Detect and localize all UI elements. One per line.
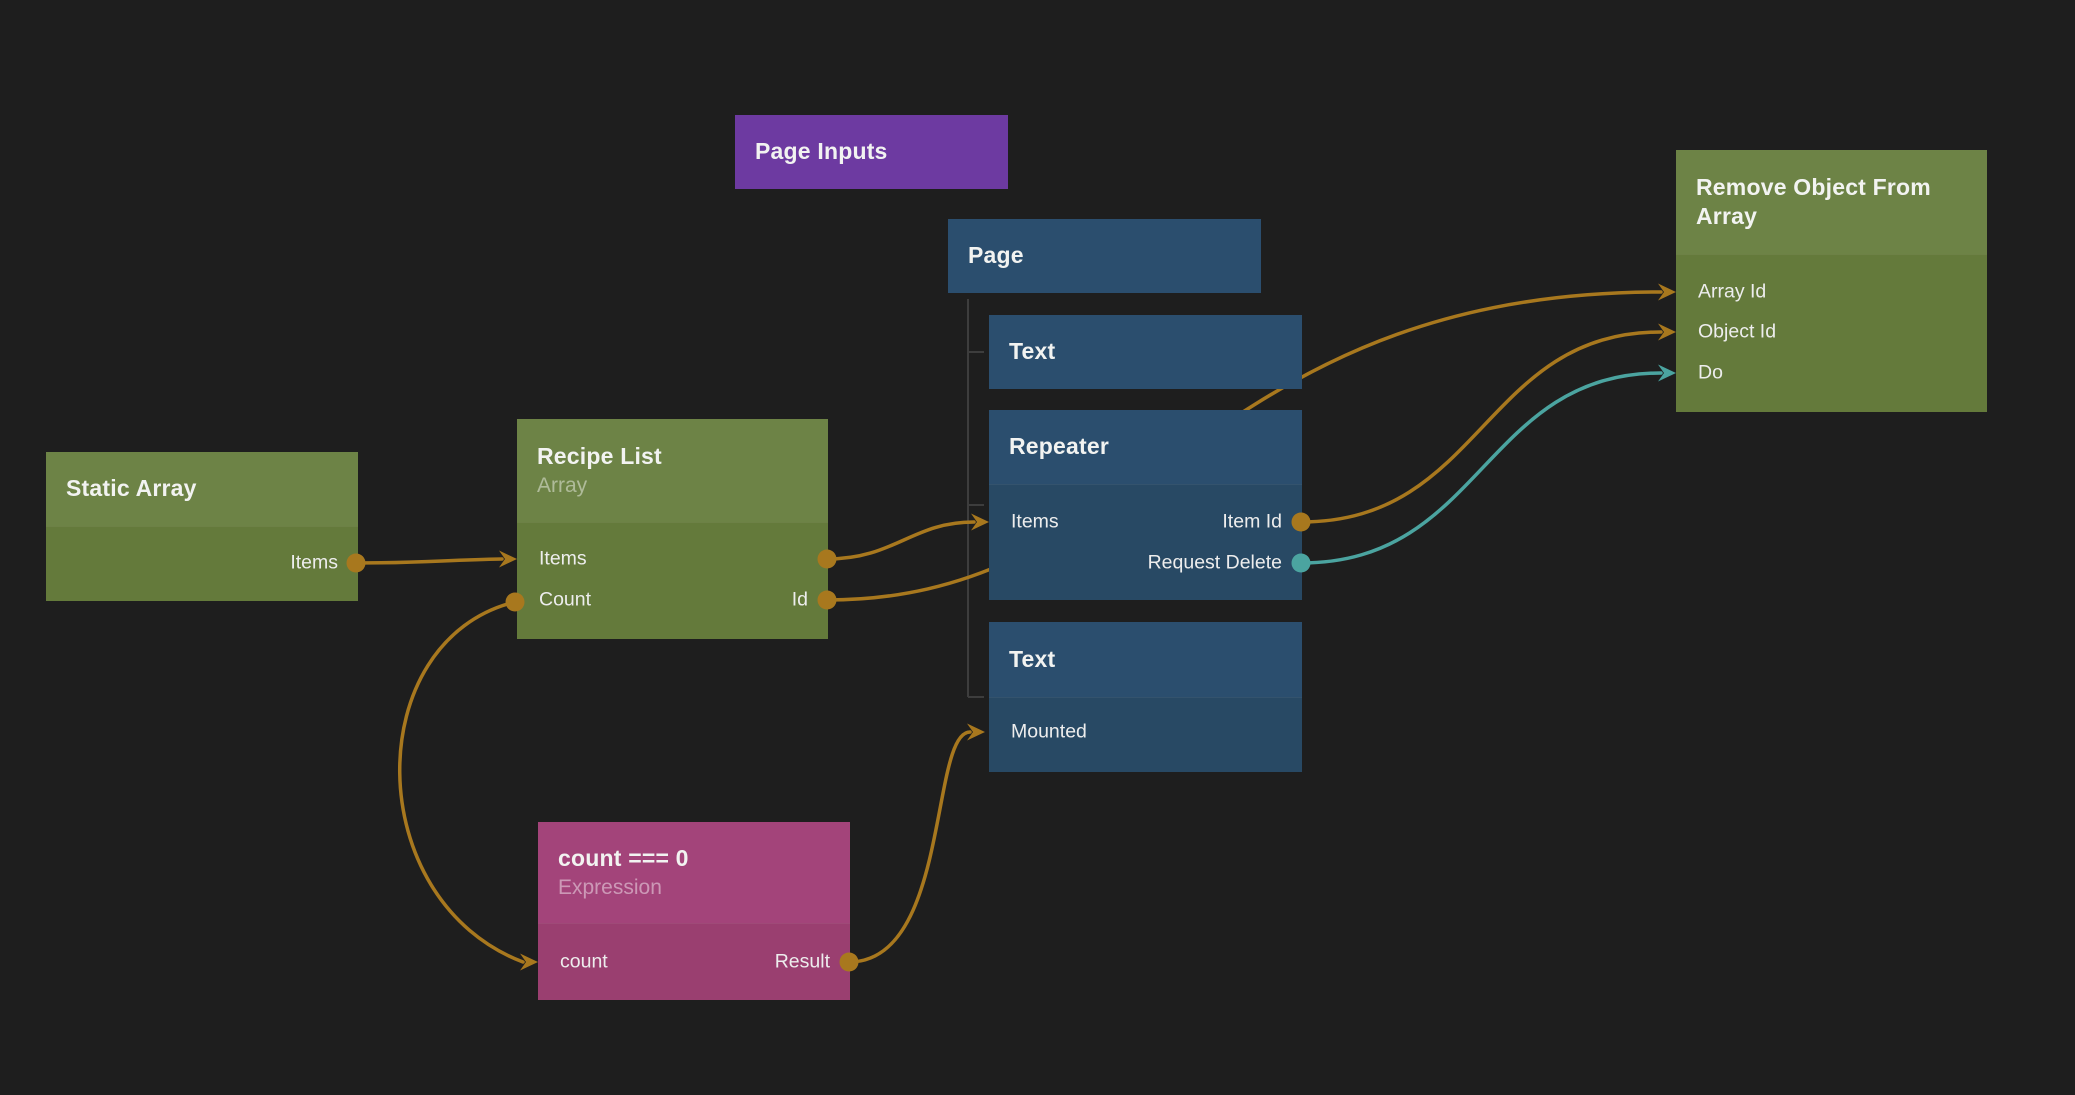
node-expression[interactable]: count === 0 Expression count Result	[538, 822, 850, 1000]
node-header[interactable]: Text	[989, 622, 1302, 697]
port-recipe-list-items[interactable]: Items	[539, 547, 587, 570]
port-repeater-items[interactable]: Items	[1011, 510, 1059, 533]
node-ports-section: Items Item Id Request Delete	[989, 484, 1302, 600]
node-page[interactable]: Page	[948, 219, 1261, 293]
port-text-2-mounted[interactable]: Mounted	[1011, 720, 1087, 743]
port-repeater-request-delete[interactable]: Request Delete	[1147, 551, 1282, 574]
node-title: Repeater	[1009, 433, 1110, 460]
node-ports-section: Mounted	[989, 697, 1302, 772]
port-remove-object-from-array-object-id[interactable]: Object Id	[1698, 320, 1777, 343]
node-header[interactable]: count === 0 Expression	[538, 822, 850, 923]
port-repeater-item-id[interactable]: Item Id	[1222, 510, 1282, 533]
node-title: Text	[1009, 338, 1056, 365]
node-header[interactable]: Repeater	[989, 410, 1302, 484]
port-expression-result[interactable]: Result	[774, 950, 830, 973]
node-title: Page	[968, 242, 1024, 269]
node-title: Static Array	[66, 475, 197, 502]
node-title: Page Inputs	[755, 138, 888, 165]
node-ports-section: count Result	[538, 923, 850, 1000]
port-recipe-list-id[interactable]: Id	[791, 588, 808, 611]
node-header[interactable]: Text	[989, 315, 1302, 389]
node-text-1[interactable]: Text	[989, 315, 1302, 389]
node-title: count === 0	[558, 844, 689, 871]
node-ports-section: Items	[46, 526, 358, 601]
node-title: Recipe List	[537, 442, 662, 469]
node-page-inputs[interactable]: Page Inputs	[735, 115, 1008, 189]
node-subtitle: Expression	[558, 876, 662, 900]
node-header[interactable]: Static Array	[46, 452, 358, 526]
node-header[interactable]: Page	[948, 219, 1261, 293]
node-title: Remove Object From Array	[1696, 173, 1931, 229]
node-header[interactable]: Page Inputs	[735, 115, 1008, 189]
node-subtitle: Array	[537, 474, 588, 498]
port-recipe-list-count[interactable]: Count	[539, 588, 592, 611]
port-expression-count[interactable]: count	[560, 950, 608, 973]
node-ports-section: Array Id Object Id Do	[1676, 254, 1987, 412]
port-remove-object-from-array-array-id[interactable]: Array Id	[1698, 280, 1767, 303]
port-remove-object-from-array-do[interactable]: Do	[1698, 361, 1723, 384]
node-title: Text	[1009, 645, 1056, 672]
port-static-array-items[interactable]: Items	[290, 551, 338, 574]
node-header[interactable]: Remove Object From Array	[1676, 150, 1987, 254]
